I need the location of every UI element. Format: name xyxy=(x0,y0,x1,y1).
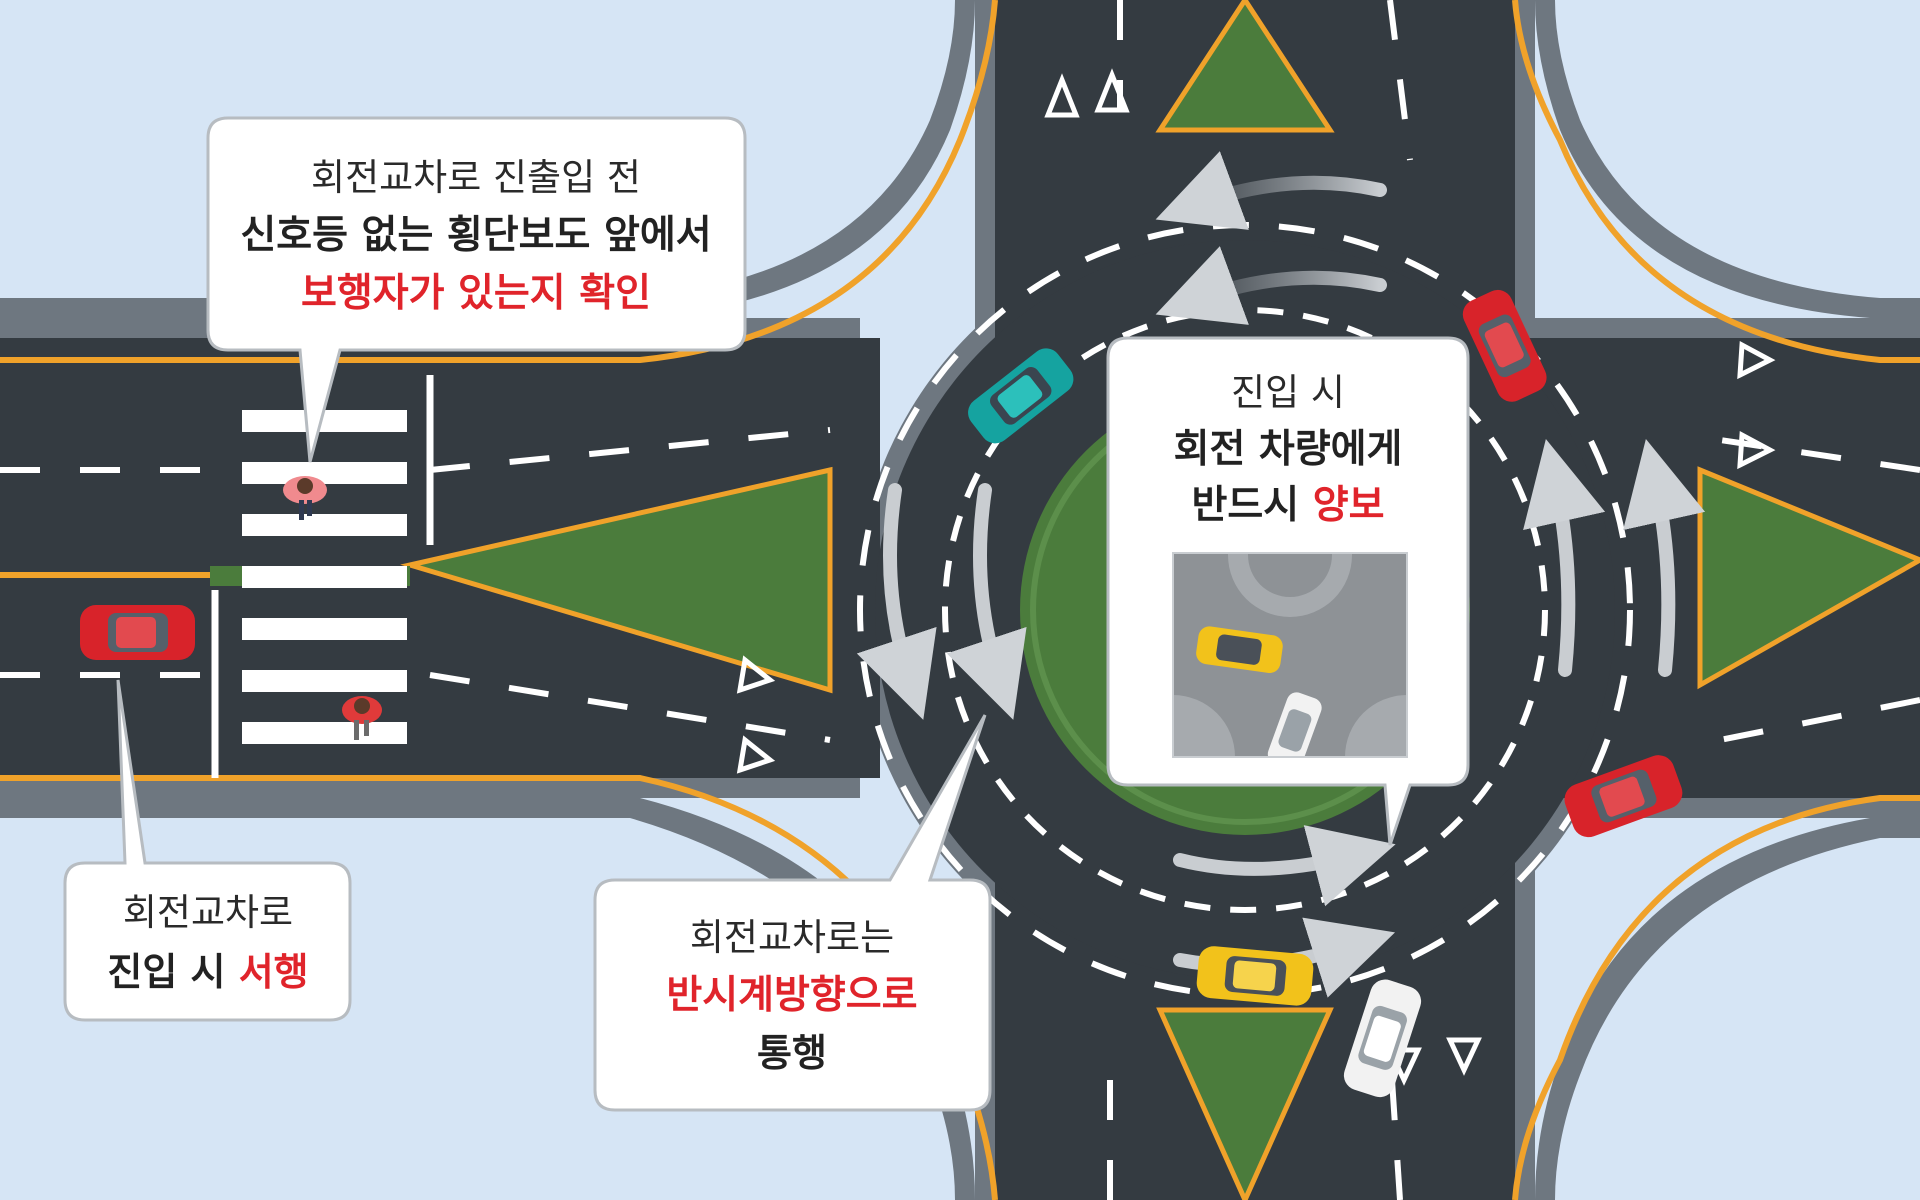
inset-taxi xyxy=(1196,626,1283,674)
callout-direction: 회전교차로는 반시계방향으로 통행 xyxy=(593,714,992,1112)
yellow-taxi xyxy=(1196,946,1314,1006)
callout-crosswalk-line3: 보행자가 있는지 확인 xyxy=(301,271,651,316)
callout-entry-line2: 진입 시 서행 xyxy=(107,950,308,994)
callout-entry-line1: 회전교차로 xyxy=(123,891,293,934)
callout-yield-line1: 진입 시 xyxy=(1231,371,1345,414)
callout-direction-line3: 통행 xyxy=(757,1031,827,1075)
callout-crosswalk-line2: 신호등 없는 횡단보도 앞에서 xyxy=(240,213,711,258)
callout-direction-line1: 회전교차로는 xyxy=(690,916,894,959)
callout-yield-line3-emph: 양보 xyxy=(1313,483,1385,528)
callout-crosswalk-line1: 회전교차로 진출입 전 xyxy=(311,156,641,199)
flow-arrows xyxy=(856,151,1706,998)
callout-entry-line2-plain: 진입 시 xyxy=(107,950,238,994)
pedestrian-top xyxy=(283,476,327,520)
white-car xyxy=(1343,979,1422,1098)
callout-entry: 회전교차로 진입 시 서행 xyxy=(63,679,352,1022)
yield-markings xyxy=(736,68,1776,1086)
yield-inset-illustration xyxy=(1173,553,1407,757)
callout-yield-line3: 반드시 양보 xyxy=(1192,483,1385,528)
callout-yield-line2: 회전 차량에게 xyxy=(1174,427,1403,472)
crosswalk xyxy=(242,410,407,744)
callout-yield: 진입 시 회전 차량에게 반드시 양보 xyxy=(1106,336,1470,846)
callout-yield-line3-plain: 반드시 xyxy=(1192,483,1313,528)
teal-car xyxy=(968,348,1074,444)
stop-lines xyxy=(211,375,434,778)
callout-entry-line2-emph: 서행 xyxy=(239,950,309,994)
red-car-east xyxy=(1564,755,1683,838)
red-car-ne xyxy=(1462,289,1547,402)
red-car-west xyxy=(80,605,195,660)
pedestrian-bottom xyxy=(342,696,382,740)
splitter-islands xyxy=(210,0,1920,1200)
inset-white-car xyxy=(1267,692,1322,757)
callout-crosswalk: 회전교차로 진출입 전 신호등 없는 횡단보도 앞에서 보행자가 있는지 확인 xyxy=(206,116,747,463)
callout-direction-line2: 반시계방향으로 xyxy=(666,973,917,1018)
